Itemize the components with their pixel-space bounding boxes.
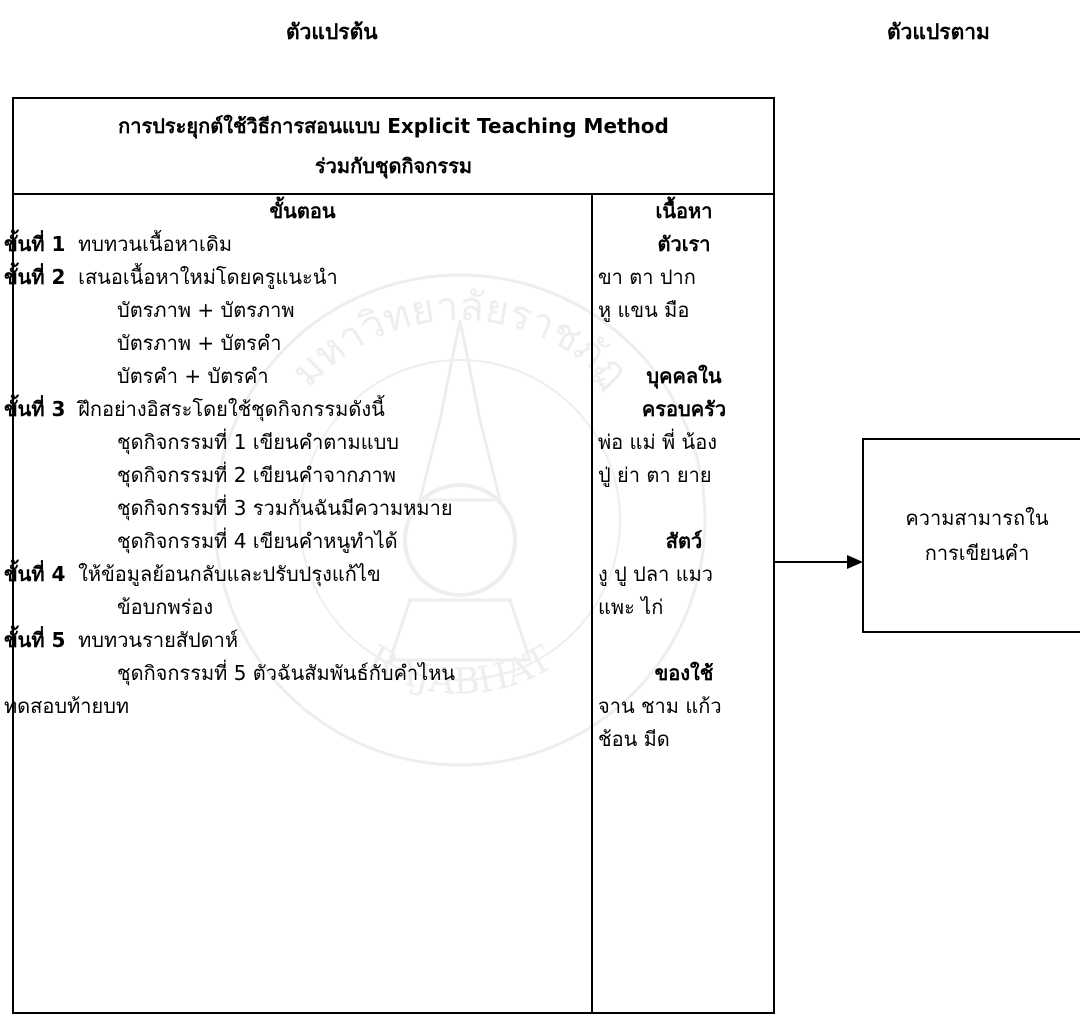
step-2-sub: บัตรภาพ + บัตรคำ [117, 331, 282, 355]
content-line: ขา ตา ปาก [598, 265, 696, 289]
content-group-title: ของใช้ [654, 661, 714, 685]
dependent-variable-heading: ตัวแปรตาม [887, 20, 990, 44]
step-2: ขั้นที่ 2 เสนอเนื้อหาใหม่โดยครูแนะนำ [4, 261, 338, 294]
step-label: ขั้นที่ 2 [4, 265, 66, 289]
arrowhead-icon [847, 555, 863, 569]
final-test: ทดสอบท้ายบท [4, 694, 130, 718]
arrow-connector [775, 555, 863, 569]
content-line: แพะ ไก่ [598, 595, 664, 619]
activity-table: ขั้นตอน ขั้นที่ 1 ทบทวนเนื้อหาเดิม ขั้นท… [4, 193, 775, 1014]
content-column-header: เนื้อหา [655, 199, 713, 223]
content-line: ปู่ ย่า ตา ยาย [598, 463, 712, 487]
content-line: ช้อน มีด [598, 727, 670, 751]
title-box: การประยุกต์ใช้วิธีการสอนแบบ Explicit Tea… [12, 97, 775, 195]
outcome-box: ความสามารถใน การเขียนคำ [862, 438, 1080, 633]
title-line-2: ร่วมกับชุดกิจกรรม [314, 154, 473, 178]
step-3-sub: ชุดกิจกรรมที่ 3 รวมกันฉันมีความหมาย [117, 496, 453, 520]
step-3-sub: ชุดกิจกรรมที่ 1 เขียนคำตามแบบ [117, 430, 399, 454]
step-5-sub: ชุดกิจกรรมที่ 5 ตัวฉันสัมพันธ์กับคำไหน [117, 661, 456, 685]
step-text: เสนอเนื้อหาใหม่โดยครูแนะนำ [78, 265, 338, 289]
content-line: งู ปู ปลา แมว [598, 562, 714, 586]
content-group-title: ตัวเรา [657, 232, 711, 256]
step-3: ขั้นที่ 3 ฝึกอย่างอิสระโดยใช้ชุดกิจกรรมด… [4, 393, 385, 426]
step-label: ขั้นที่ 3 [4, 397, 66, 421]
step-text: ฝึกอย่างอิสระโดยใช้ชุดกิจกรรมดังนี้ [78, 397, 385, 421]
step-2-sub: บัตรคำ + บัตรคำ [117, 364, 269, 388]
step-1: ขั้นที่ 1 ทบทวนเนื้อหาเดิม [4, 228, 232, 261]
step-text: ให้ข้อมูลย้อนกลับและปรับปรุงแก้ไข [78, 562, 381, 586]
step-text: ทบทวนเนื้อหาเดิม [78, 232, 233, 256]
content-group-title: สัตว์ [665, 529, 703, 553]
column-divider [591, 195, 593, 1012]
content-line: พ่อ แม่ พี่ น้อง [598, 430, 717, 454]
title-line-1: การประยุกต์ใช้วิธีการสอนแบบ Explicit Tea… [118, 114, 669, 138]
step-3-sub: ชุดกิจกรรมที่ 4 เขียนคำหนูทำได้ [117, 529, 398, 553]
step-4-continuation: ข้อบกพร่อง [117, 595, 214, 619]
steps-column-header: ขั้นตอน [269, 199, 336, 223]
step-5: ขั้นที่ 5 ทบทวนรายสัปดาห์ [4, 624, 238, 657]
step-2-sub: บัตรภาพ + บัตรภาพ [117, 298, 295, 322]
content-line: หู แขน มือ [598, 298, 690, 322]
content-group-title: ครอบครัว [641, 397, 727, 421]
step-label: ขั้นที่ 5 [4, 628, 66, 652]
step-4: ขั้นที่ 4 ให้ข้อมูลย้อนกลับและปรับปรุงแก… [4, 558, 381, 591]
content-line: จาน ชาม แก้ว [598, 694, 722, 718]
step-label: ขั้นที่ 4 [4, 562, 66, 586]
independent-variable-heading: ตัวแปรต้น [286, 20, 378, 44]
content-group-title: บุคคลใน [646, 364, 722, 388]
outcome-line-2: การเขียนคำ [924, 540, 1030, 565]
outcome-line-1: ความสามารถใน [905, 505, 1049, 530]
step-text: ทบทวนรายสัปดาห์ [78, 628, 239, 652]
step-3-sub: ชุดกิจกรรมที่ 2 เขียนคำจากภาพ [117, 463, 396, 487]
step-label: ขั้นที่ 1 [4, 232, 66, 256]
